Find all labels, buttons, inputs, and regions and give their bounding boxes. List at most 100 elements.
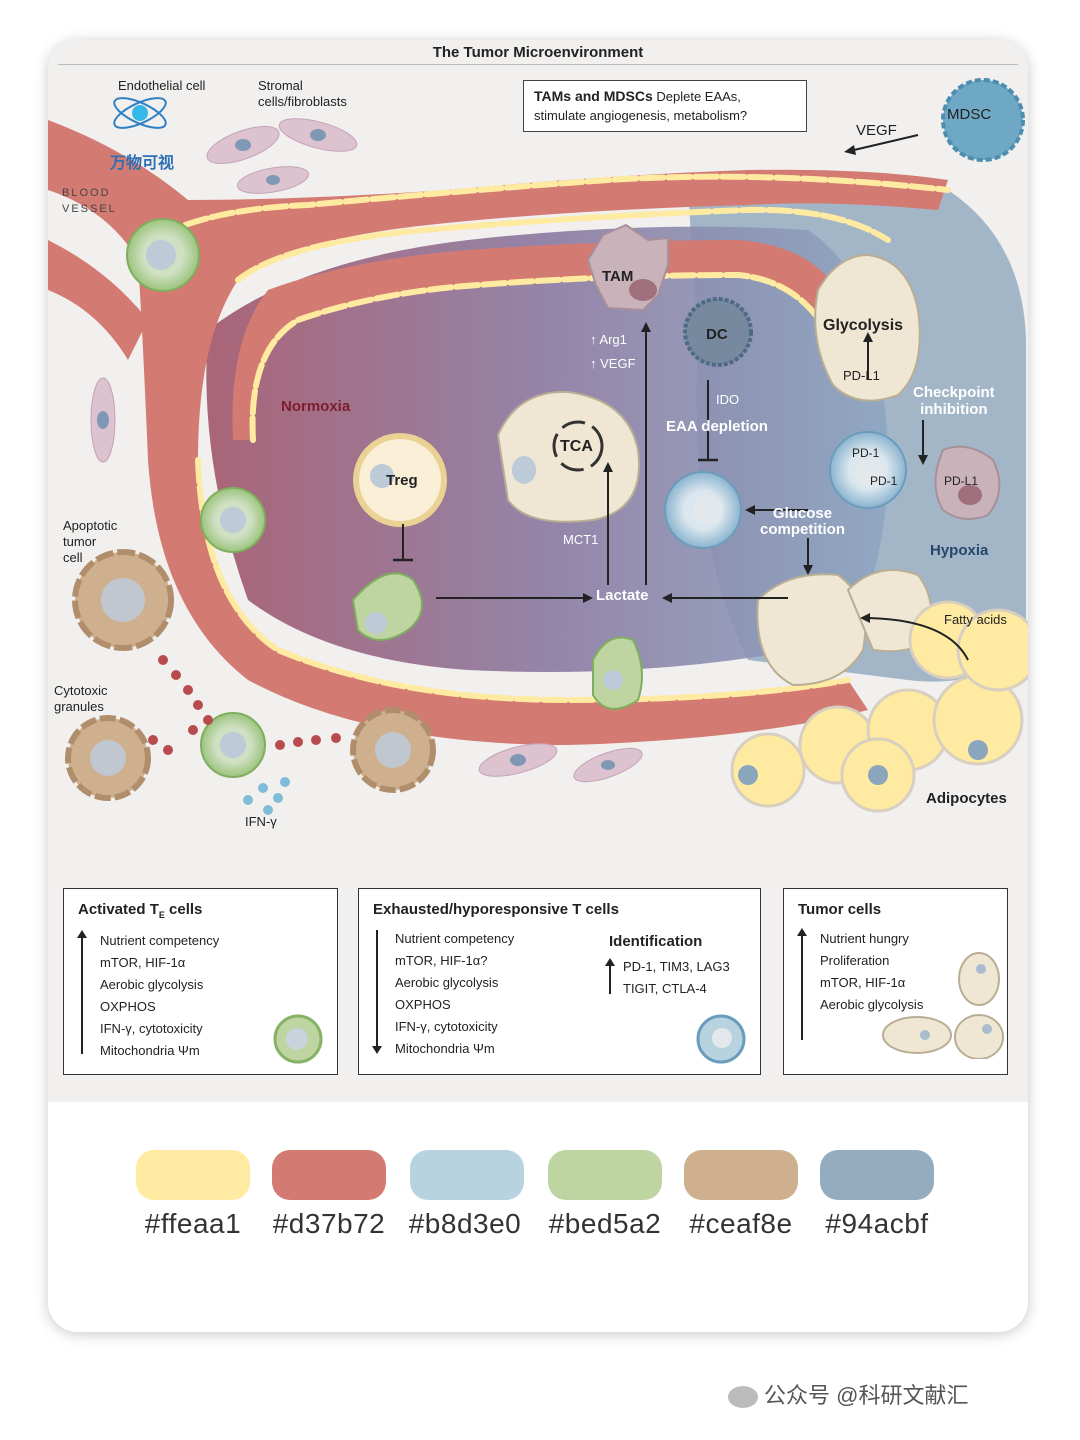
label-eaa-depletion: EAA depletion: [666, 418, 768, 435]
label-normoxia: Normoxia: [281, 398, 351, 415]
swatch-label-4: #ceaf8e: [689, 1208, 793, 1239]
wechat-icon: [728, 1386, 758, 1409]
callout-text-2: stimulate angiogenesis, metabolism?: [534, 108, 748, 123]
atom-icon: [113, 97, 167, 129]
blood-vessel-branch: [48, 240, 148, 360]
activated-title-rest: cells: [164, 901, 203, 918]
label-dc: DC: [706, 326, 728, 343]
label-vegf-up: ↑ VEGF: [590, 356, 636, 371]
vegf-up-text: VEGF: [600, 356, 636, 371]
list-item: IFN-γ, cytotoxicity: [395, 1019, 498, 1034]
checkpoint-line1: Checkpoint: [913, 384, 995, 401]
identification-title: Identification: [609, 933, 703, 950]
label-stromal-line1: Stromal: [258, 78, 303, 93]
apoptotic-line3: cell: [63, 550, 83, 565]
arg1-text: Arg1: [599, 332, 627, 347]
label-lactate: Lactate: [596, 587, 649, 604]
tumor-microenvironment-figure: The Tumor Microenvironment: [48, 40, 1028, 1102]
label-pd1-b: PD-1: [870, 474, 898, 488]
swatch-5: [820, 1150, 934, 1200]
cytotoxic-line1: Cytotoxic: [54, 683, 108, 698]
list-item: Aerobic glycolysis: [820, 997, 924, 1012]
exhausted-t-cell-icon: [696, 1014, 746, 1064]
label-blood-line1: BLOOD: [62, 187, 111, 199]
list-item: Nutrient competency: [395, 931, 515, 946]
diagram-canvas: [48, 78, 1028, 815]
label-endothelial: Endothelial cell: [118, 78, 206, 93]
label-tca: TCA: [560, 438, 593, 455]
list-item: mTOR, HIF-1α: [820, 975, 906, 990]
label-pdl1-b: PD-L1: [944, 474, 979, 488]
label-stromal: Stromal cells/fibroblasts: [258, 78, 347, 110]
label-blood-vessel: BLOOD VESSEL: [62, 185, 117, 217]
label-cytotoxic-granules: Cytotoxic granules: [54, 683, 107, 715]
list-item: Nutrient competency: [100, 933, 220, 948]
identification-list: PD-1, TIM3, LAG3 TIGIT, CTLA-4: [605, 956, 769, 1000]
label-vegf: VEGF: [856, 122, 897, 139]
tumor-cells-icon: [882, 952, 1004, 1059]
label-checkpoint: Checkpoint inhibition: [913, 384, 995, 418]
callout-title: TAMs and MDSCs: [534, 88, 653, 104]
up-arrow-icon: [797, 928, 807, 1040]
label-tam: TAM: [602, 268, 634, 285]
label-adipocytes: Adipocytes: [926, 790, 1007, 807]
glycolysis-tumor-cell: [814, 253, 921, 402]
label-glycolysis: Glycolysis: [823, 317, 904, 334]
label-pd1-a: PD-1: [852, 446, 880, 460]
swatch-label-0: #ffeaa1: [144, 1208, 242, 1239]
exhausted-list: Nutrient competency mTOR, HIF-1α? Aerobi…: [372, 928, 746, 1060]
legend-activated-t-cells: Activated TE cells Nutrient competency m…: [63, 888, 338, 1075]
label-glucose-competition: Glucose competition: [760, 506, 845, 538]
list-item: IFN-γ, cytotoxicity: [100, 1021, 203, 1036]
list-item: Proliferation: [820, 953, 890, 968]
activated-t-cell-icon: [273, 1014, 323, 1064]
dc-cell: [683, 297, 753, 367]
up-arrow-icon: [605, 958, 615, 994]
brand-logo: 万物可视: [110, 88, 174, 173]
tumor-list: Nutrient hungry Proliferation mTOR, HIF-…: [797, 928, 993, 1040]
title-divider: [58, 64, 1018, 65]
list-item: mTOR, HIF-1α?: [395, 953, 488, 968]
swatch-label-1: #d37b72: [272, 1208, 386, 1239]
figure-title: The Tumor Microenvironment: [432, 44, 644, 61]
glucose-line2: competition: [760, 521, 845, 538]
up-arrow-icon: [77, 930, 87, 1054]
label-stromal-line2: cells/fibroblasts: [258, 94, 347, 109]
swatch-3: [548, 1150, 662, 1200]
apoptotic-line2: tumor: [63, 534, 97, 549]
tumor-cell-lower-1: [756, 573, 867, 687]
list-item: OXPHOS: [395, 997, 451, 1012]
blood-vessel-inner: [232, 240, 838, 440]
watermark: 公众号 @科研文献汇: [728, 1378, 968, 1410]
legend-exhausted-t-cells: Exhausted/hyporesponsive T cells Nutrien…: [358, 888, 761, 1075]
glucose-line1: Glucose: [772, 505, 833, 522]
brand-name: 万物可视: [110, 155, 175, 172]
legend-tumor-title: Tumor cells: [798, 901, 882, 918]
callout-text-1: Deplete EAAs,: [656, 89, 741, 104]
activated-list: Nutrient competency mTOR, HIF-1α Aerobic…: [77, 930, 323, 1062]
tca-tumor-cell: [496, 390, 640, 523]
label-arg1: ↑ Arg1: [590, 332, 627, 347]
swatch-4: [684, 1150, 798, 1200]
label-apoptotic: Apoptotic tumor cell: [63, 518, 117, 566]
label-pdl1-top: PD-L1: [843, 368, 880, 383]
ifn-gamma-particles: [243, 777, 290, 815]
mdsc-cell: [941, 78, 1025, 162]
legend-tumor-cells: Tumor cells Nutrient hungry Proliferatio…: [783, 888, 1008, 1075]
list-item: Mitochondria Ψm: [395, 1041, 495, 1056]
label-ifn-gamma: IFN-γ: [245, 814, 277, 829]
label-ido: IDO: [716, 392, 740, 407]
activated-title-sub: E: [158, 910, 165, 920]
list-item: PD-1, TIM3, LAG3: [623, 959, 730, 974]
swatch-1: [272, 1150, 386, 1200]
figure-card: The Tumor Microenvironment: [48, 40, 1028, 1332]
checkpoint-line2: inhibition: [920, 401, 988, 418]
list-item: Aerobic glycolysis: [100, 977, 204, 992]
label-hypoxia: Hypoxia: [930, 542, 989, 559]
cytotoxic-granules: [148, 655, 341, 755]
tam-cell-right: [934, 445, 1001, 520]
swatch-0: [136, 1150, 250, 1200]
list-item: Aerobic glycolysis: [395, 975, 499, 990]
list-item: TIGIT, CTLA-4: [623, 981, 707, 996]
list-item: Nutrient hungry: [820, 931, 909, 946]
